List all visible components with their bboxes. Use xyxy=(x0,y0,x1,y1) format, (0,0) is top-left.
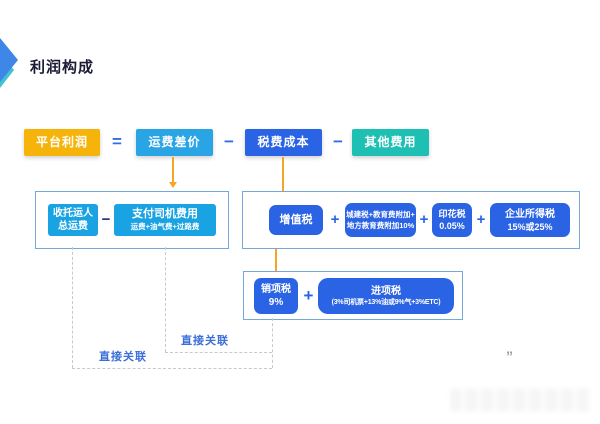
dashed-line-consignor-vertical xyxy=(72,247,73,368)
vat-plus-sign: + xyxy=(303,286,314,305)
stamp-tax-line2: 0.05% xyxy=(439,221,465,231)
dashed-line-outputtax-vertical xyxy=(272,318,273,368)
dashed-line-driverfee-vertical xyxy=(165,247,166,352)
minus-sign-1: − xyxy=(224,132,234,151)
consignor-line2: 总运费 xyxy=(58,221,88,232)
faint-watermark xyxy=(450,388,590,412)
direct-link-label-inner: 直接关联 xyxy=(181,335,229,347)
stamp-tax-box: 印花税 0.05% xyxy=(432,203,472,237)
quote-mark: ” xyxy=(506,348,514,364)
output-tax-line1: 销项税 xyxy=(261,284,291,295)
income-tax-box: 企业所得税 15%或25% xyxy=(490,203,570,237)
dashed-line-outer-horizontal xyxy=(72,368,272,369)
consignor-line1: 收托运人 xyxy=(53,208,93,219)
tax-plus-sign-2: + xyxy=(419,211,429,228)
minus-sign-2: − xyxy=(333,132,343,151)
input-tax-sub: (3%司机票+13%油或9%气+3%ETC) xyxy=(331,298,441,306)
tax-detail-group: 增值税 + 城建税+教育费附加+ 地方教育费附加10% + 印花税 0.05% … xyxy=(242,191,580,249)
consignor-freight-box: 收托运人 总运费 xyxy=(48,204,98,236)
direct-link-label-outer: 直接关联 xyxy=(99,351,147,363)
tax-plus-sign-1: + xyxy=(330,211,340,228)
formula-box-freight-margin: 运费差价 xyxy=(136,129,213,156)
income-tax-line1: 企业所得税 xyxy=(505,208,555,220)
output-tax-line2: 9% xyxy=(268,297,284,308)
surcharge-line2: 地方教育费附加10% xyxy=(346,221,415,230)
driver-fee-title: 支付司机费用 xyxy=(132,208,198,220)
title-chevron-icon xyxy=(0,38,18,88)
freight-minus-sign: − xyxy=(101,211,111,228)
surcharge-box: 城建税+教育费附加+ 地方教育费附加10% xyxy=(345,203,416,237)
vat-breakdown-group: 销项税 9% + 进项税 (3%司机票+13%油或9%气+3%ETC) xyxy=(243,271,463,320)
surcharge-line1: 城建税+教育费附加+ xyxy=(346,210,415,219)
connector-vat-line xyxy=(275,248,277,276)
connector-freight-line xyxy=(172,157,174,182)
freight-detail-group: 收托运人 总运费 − 支付司机费用 运费+油气费+过路费 xyxy=(35,191,229,249)
dashed-line-inner-horizontal xyxy=(165,352,272,353)
input-tax-title: 进项税 xyxy=(371,285,401,297)
input-tax-box: 进项税 (3%司机票+13%油或9%气+3%ETC) xyxy=(318,278,454,314)
driver-fee-box: 支付司机费用 运费+油气费+过路费 xyxy=(114,204,216,236)
income-tax-line2: 15%或25% xyxy=(507,221,553,232)
vat-box: 增值税 xyxy=(269,205,323,235)
formula-box-tax-cost: 税费成本 xyxy=(245,129,322,156)
tax-plus-sign-3: + xyxy=(476,211,486,228)
page-title: 利润构成 xyxy=(30,59,95,76)
formula-box-platform-profit: 平台利润 xyxy=(24,129,100,156)
stamp-tax-line1: 印花税 xyxy=(438,209,466,219)
output-tax-box: 销项税 9% xyxy=(254,278,298,314)
vat-label: 增值税 xyxy=(279,213,313,226)
driver-fee-sub: 运费+油气费+过路费 xyxy=(130,222,200,231)
equals-sign: = xyxy=(112,132,122,151)
connector-tax-line xyxy=(282,157,284,191)
connector-freight-arrowhead-icon xyxy=(169,182,177,188)
formula-box-other-fees: 其他费用 xyxy=(352,129,429,156)
